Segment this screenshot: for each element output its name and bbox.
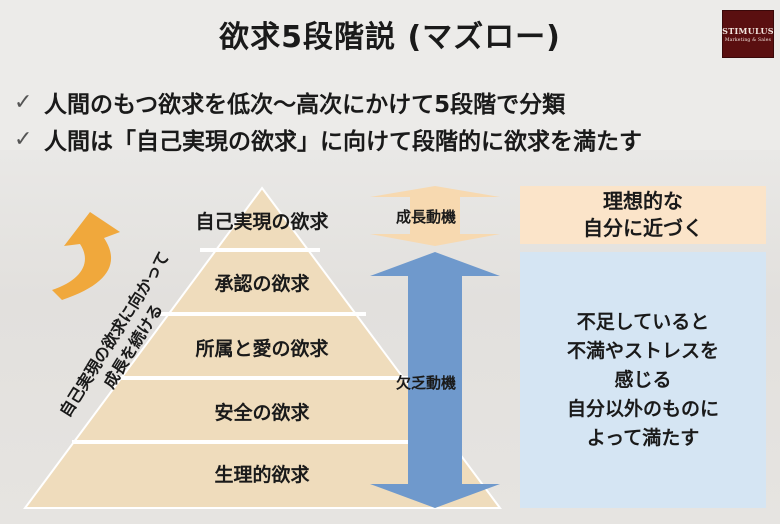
growth-motivation-arrow-icon xyxy=(370,186,500,246)
ideal-self-box: 理想的な 自分に近づく xyxy=(520,186,766,244)
slide-title: 欲求5段階説 (マズロー) xyxy=(219,20,561,55)
bullet-2-text: 人間は「自己実現の欲求」に向けて段階的に欲求を満たす xyxy=(44,129,642,155)
bullet-2: ✓ 人間は「自己実現の欲求」に向けて段階的に欲求を満たす xyxy=(14,122,642,156)
growth-motivation-label: 成長動機 xyxy=(396,208,457,226)
deficiency-motivation-arrow-icon xyxy=(370,252,500,508)
deficiency-description-box: 不足していると 不満やストレスを 感じる 自分以外のものに よって満たす xyxy=(520,252,766,508)
check-icon: ✓ xyxy=(14,126,33,152)
growth-curve-arrow-icon xyxy=(52,212,120,300)
pyramid-level-2: 承認の欲求 xyxy=(214,273,310,295)
stimulus-logo: STIMULUS Marketing & Sales xyxy=(722,10,774,58)
deficiency-motivation-label: 欠乏動機 xyxy=(396,374,457,392)
check-icon: ✓ xyxy=(14,89,33,115)
lack-line-5: よって満たす xyxy=(586,426,700,449)
pyramid-level-5: 生理的欲求 xyxy=(214,464,310,486)
pyramid-level-4: 安全の欲求 xyxy=(214,402,310,424)
pyramid xyxy=(23,186,502,509)
lack-line-3: 感じる xyxy=(614,368,672,391)
ideal-line-2: 自分に近づく xyxy=(583,216,703,240)
bullet-1-text: 人間のもつ欲求を低次～高次にかけて5段階で分類 xyxy=(44,92,566,118)
ideal-line-1: 理想的な xyxy=(603,189,683,213)
lack-line-1: 不足していると xyxy=(576,310,710,333)
lack-line-2: 不満やストレスを xyxy=(566,339,719,362)
bullet-1: ✓ 人間のもつ欲求を低次～高次にかけて5段階で分類 xyxy=(14,85,565,119)
pyramid-level-1: 自己実現の欲求 xyxy=(195,211,329,233)
logo-line-1: STIMULUS xyxy=(722,25,774,36)
logo-line-2: Marketing & Sales xyxy=(724,37,772,43)
pyramid-level-3: 所属と愛の欲求 xyxy=(195,338,329,360)
lack-line-4: 自分以外のものに xyxy=(566,397,719,420)
